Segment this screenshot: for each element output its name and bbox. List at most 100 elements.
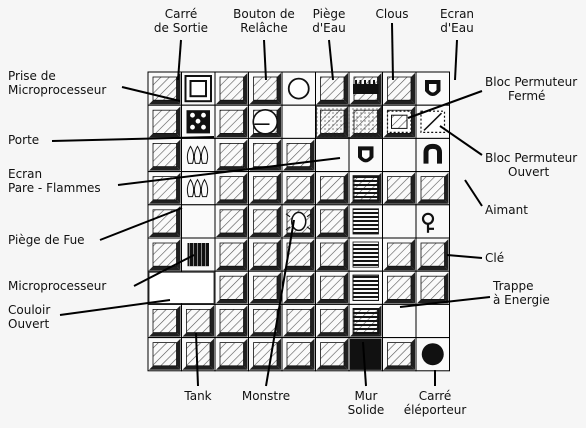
spike-icon [373, 80, 375, 86]
board-tile-block [416, 238, 450, 271]
tile-face [254, 210, 278, 233]
tile-bevel-right [177, 339, 181, 370]
solid-wall-icon [350, 339, 382, 370]
board-tile-block [316, 172, 350, 205]
tile-face [287, 343, 311, 366]
label-ecran-d-eau: Ecran d'Eau [440, 7, 474, 35]
open-corridor-icon [149, 272, 214, 303]
tile-bevel-bottom [283, 200, 315, 204]
energy-trap-icon [353, 275, 379, 300]
label-ecran-pare-flammes: Ecran Pare - Flammes [8, 167, 101, 195]
tile-bevel-right [411, 173, 415, 204]
tile-bevel-bottom [183, 333, 215, 337]
tile-bevel-bottom [417, 266, 449, 270]
leader-line [392, 23, 393, 80]
board-tile-block [383, 338, 417, 371]
board-tile-block [383, 172, 417, 205]
spike-icon [364, 80, 366, 86]
tile-bevel-bottom [250, 233, 282, 237]
board-tile-block [148, 138, 182, 171]
tile-face [220, 110, 244, 133]
board-tile-block [215, 238, 249, 271]
tile-face [321, 309, 345, 332]
ladder-tile-icon [353, 209, 379, 234]
tile-face [388, 276, 412, 299]
board-tile-floor [416, 304, 450, 337]
board-tile-block [249, 271, 283, 304]
tile-bevel-right [277, 73, 281, 104]
tile-bevel-bottom [149, 366, 181, 370]
tile-bevel-right [244, 206, 248, 237]
board-tile-floor [182, 205, 216, 238]
board-tile-block [215, 172, 249, 205]
tile-face [321, 77, 345, 100]
label-couloir-ouvert: Couloir Ouvert [8, 303, 50, 331]
tile-bevel-bottom [283, 233, 315, 237]
closed-switch-inner-icon [392, 115, 408, 128]
tile-face [388, 177, 412, 200]
socket-dot-icon [201, 113, 206, 118]
tile-face [287, 276, 311, 299]
label-porte: Porte [8, 133, 39, 147]
water-shield-inner-icon [429, 84, 437, 93]
tile-bevel-bottom [216, 333, 248, 337]
tile-bevel-bottom [350, 100, 382, 104]
tile-bevel-right [311, 339, 315, 370]
board-tile-block [249, 238, 283, 271]
tile-face [421, 243, 445, 266]
tile-bevel-bottom [317, 200, 349, 204]
tile-bevel-bottom [317, 233, 349, 237]
label-microprocesseur: Microprocesseur [8, 279, 106, 293]
tile-face [153, 309, 177, 332]
spike-icon [369, 80, 371, 86]
socket-dot-icon [190, 113, 195, 118]
tile-face [220, 177, 244, 200]
tile-bevel-right [277, 339, 281, 370]
board-tile-block [148, 172, 182, 205]
tile-bevel-bottom [149, 200, 181, 204]
tile-face [388, 343, 412, 366]
label-carre-teleporteur: Carré éléporteur [404, 389, 467, 417]
board-tile-block [215, 338, 249, 371]
board-tile-floor [282, 105, 316, 138]
leader-line [455, 40, 457, 80]
tile-face [321, 177, 345, 200]
label-cle: Clé [485, 251, 504, 265]
tile-bevel-right [411, 73, 415, 104]
tile-bevel-bottom [250, 200, 282, 204]
tile-face [254, 77, 278, 100]
tile-bevel-bottom [317, 299, 349, 303]
tile-bevel-bottom [149, 333, 181, 337]
board-tile-block [148, 238, 182, 271]
board-tile-block [215, 138, 249, 171]
tile-face [421, 177, 445, 200]
board-tile-floor [416, 138, 450, 171]
tile-face [220, 77, 244, 100]
tile-bevel-bottom [283, 266, 315, 270]
board-tile-block [282, 172, 316, 205]
spikes-icon [353, 80, 379, 94]
tile-bevel-right [244, 272, 248, 303]
tile-bevel-bottom [149, 233, 181, 237]
board-tile-block [383, 72, 417, 105]
label-aimant: Aimant [485, 203, 528, 217]
tile-face [287, 309, 311, 332]
tile-face [153, 143, 177, 166]
microprocessor-icon [188, 243, 210, 266]
tile-bevel-right [244, 73, 248, 104]
tile-bevel-right [210, 305, 214, 336]
tile-bevel-right [177, 139, 181, 170]
tile-bevel-bottom [216, 100, 248, 104]
label-clous: Clous [376, 7, 409, 21]
tile-bevel-bottom [283, 167, 315, 171]
tile-bevel-right [177, 106, 181, 137]
flame-shield-inner-icon [362, 150, 370, 159]
tile-face [321, 343, 345, 366]
tile-bevel-right [244, 339, 248, 370]
ladder-tile-icon [353, 308, 379, 333]
board-tile-block [282, 271, 316, 304]
board-tile-block [383, 238, 417, 271]
tile-face [153, 343, 177, 366]
tile-bevel-right [277, 206, 281, 237]
board-tile-block [383, 271, 417, 304]
